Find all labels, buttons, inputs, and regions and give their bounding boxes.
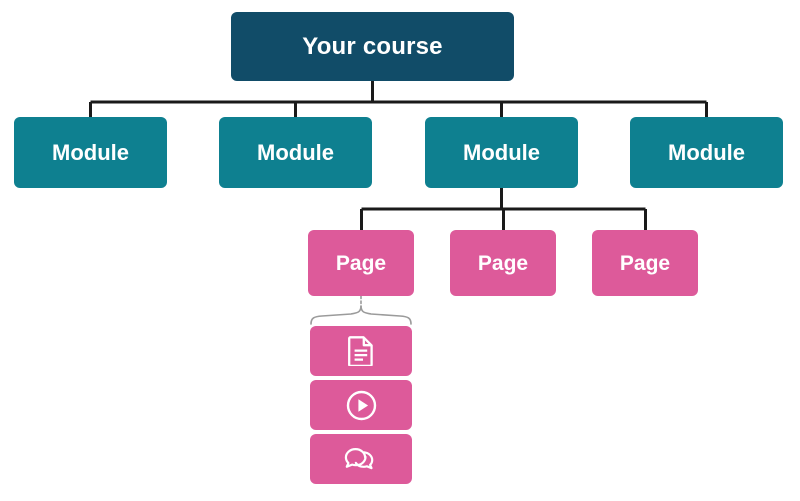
node-page-2-label: Page (477, 251, 529, 275)
node-module-2[interactable]: Module (219, 117, 372, 188)
node-module-3-label: Module (463, 139, 540, 165)
chat-bubbles-icon (344, 445, 378, 473)
node-course[interactable]: Your course (231, 12, 514, 81)
play-circle-icon (346, 390, 377, 421)
document-icon (348, 336, 374, 366)
node-module-3[interactable]: Module (425, 117, 578, 188)
node-content-video[interactable] (310, 380, 412, 430)
node-module-4-label: Module (668, 139, 745, 165)
node-page-3-label: Page (619, 251, 671, 275)
connector-page-to-content-brace (310, 295, 412, 325)
node-page-3[interactable]: Page (592, 230, 698, 296)
node-course-label: Your course (302, 32, 443, 60)
node-content-discussion[interactable] (310, 434, 412, 484)
node-module-1-label: Module (52, 139, 129, 165)
node-module-4[interactable]: Module (630, 117, 783, 188)
node-module-1[interactable]: Module (14, 117, 167, 188)
node-page-1[interactable]: Page (308, 230, 414, 296)
node-content-document[interactable] (310, 326, 412, 376)
node-page-2[interactable]: Page (450, 230, 556, 296)
node-module-2-label: Module (257, 139, 334, 165)
node-page-1-label: Page (335, 251, 387, 275)
